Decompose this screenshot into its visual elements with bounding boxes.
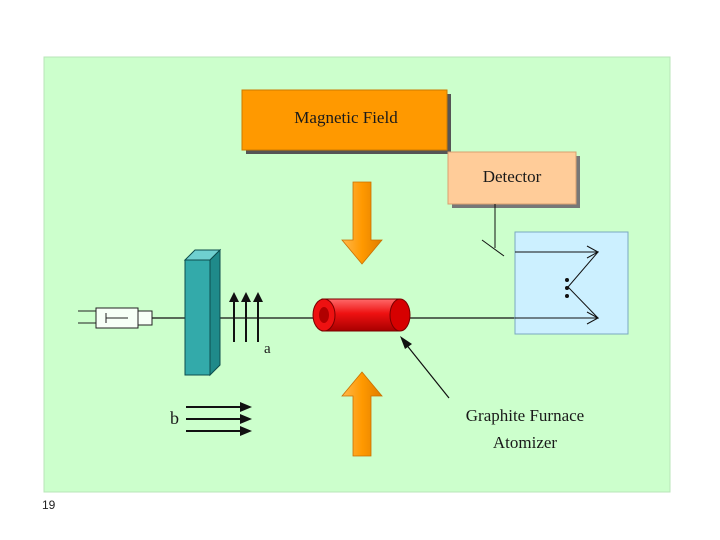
polarizer (183, 248, 222, 377)
detector-label: Detector (483, 167, 542, 186)
monochromator-box (514, 231, 629, 335)
furnace-label-line2: Atomizer (493, 433, 558, 452)
polarization-arrows-b (186, 402, 252, 436)
field-arrow-up (341, 371, 383, 457)
polarization-arrows-a (229, 292, 263, 342)
label-b: b (170, 408, 179, 428)
detector-box: Detector (447, 151, 580, 208)
furnace-label-line1: Graphite Furnace (466, 406, 584, 425)
label-a: a (264, 341, 271, 357)
detector-connector (481, 204, 505, 257)
field-arrow-down (341, 181, 383, 265)
furnace-pointer-arrow (400, 336, 450, 399)
page-number: 19 (42, 498, 56, 512)
magnetic-field-label: Magnetic Field (294, 108, 398, 127)
magnetic-field-box: Magnetic Field (241, 89, 451, 154)
graphite-furnace-tube (312, 298, 411, 332)
lamp-source (78, 307, 153, 329)
